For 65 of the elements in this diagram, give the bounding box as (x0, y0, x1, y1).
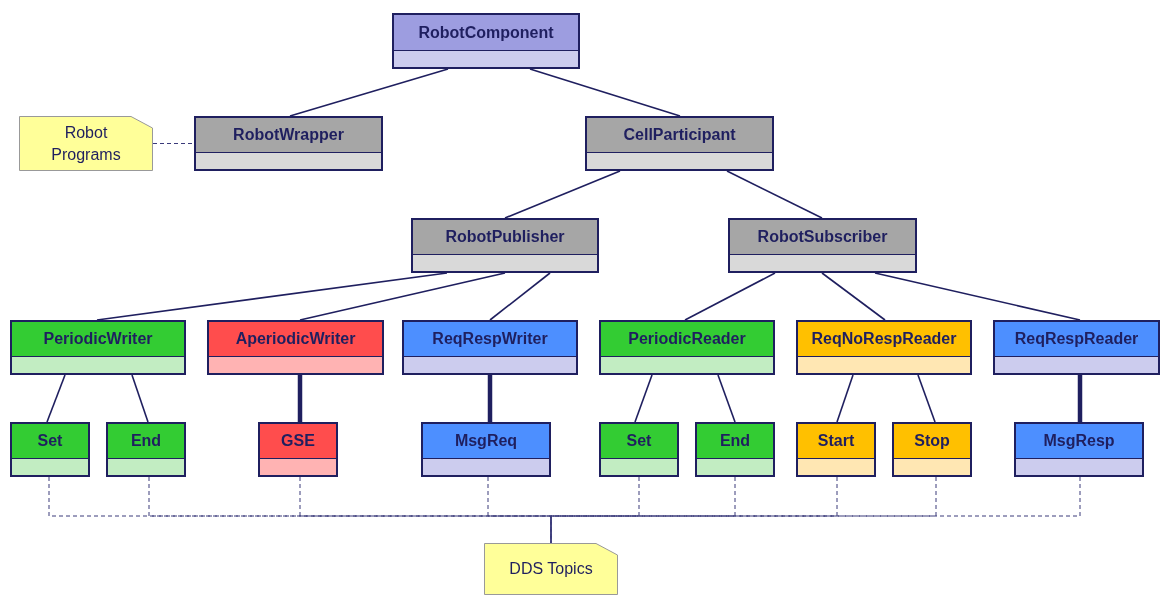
connector-line (726, 170, 823, 219)
class-box (411, 218, 599, 273)
dashed-connector (152, 143, 195, 144)
class-box (207, 320, 384, 375)
class-name: RobotPublisher (445, 228, 565, 246)
connector-line (46, 374, 66, 423)
class-name: CellParticipant (623, 126, 736, 144)
connector-line (874, 272, 1081, 321)
connector-line (487, 375, 493, 422)
class-name: Set (626, 432, 652, 450)
note (484, 543, 618, 595)
class-name: RobotSubscriber (757, 228, 888, 246)
class-box (728, 218, 917, 273)
class-name: RobotWrapper (233, 126, 344, 144)
class-box (695, 422, 775, 477)
class-box (10, 320, 186, 375)
class-name: Start (817, 432, 855, 450)
connector-line (1077, 375, 1083, 422)
class-name: End (719, 432, 751, 450)
connector-line (131, 374, 149, 423)
connector-line (836, 374, 854, 423)
class-name: MsgReq (454, 432, 518, 450)
connector-line (684, 272, 776, 321)
class-box (258, 422, 338, 477)
note (19, 116, 153, 171)
connector-line (717, 374, 736, 423)
connector-line (297, 375, 303, 422)
connector-line (917, 374, 936, 423)
class-name: PeriodicReader (628, 330, 746, 348)
note-text: Robot Programs (50, 122, 122, 165)
class-name: Stop (914, 432, 950, 450)
class-box (392, 13, 580, 69)
class-name: ReqNoRespReader (811, 330, 957, 348)
connector-line (289, 68, 449, 117)
note-text: DDS Topics (508, 559, 594, 579)
class-box (106, 422, 186, 477)
class-name: MsgResp (1043, 432, 1115, 450)
class-box (993, 320, 1160, 375)
connector-line (504, 170, 621, 219)
class-name: PeriodicWriter (43, 330, 153, 348)
connector-line (299, 272, 506, 321)
class-box (194, 116, 383, 171)
dashed-connector (550, 476, 937, 544)
connector-line (529, 68, 681, 117)
class-name: Set (37, 432, 63, 450)
class-name: RobotComponent (418, 23, 554, 42)
class-name: ReqRespWriter (432, 330, 548, 348)
connector-line (489, 272, 551, 321)
class-name: AperiodicWriter (235, 330, 356, 348)
class-box (402, 320, 578, 375)
class-box (599, 320, 775, 375)
connector-line (634, 374, 653, 423)
class-box (892, 422, 972, 477)
class-box (796, 320, 972, 375)
class-box (421, 422, 551, 477)
class-name: End (130, 432, 162, 450)
class-box (599, 422, 679, 477)
connector-line (821, 272, 886, 321)
class-name: GSE (281, 432, 315, 450)
class-box (10, 422, 90, 477)
class-box (796, 422, 876, 477)
class-box (585, 116, 774, 171)
class-name: ReqRespReader (1014, 330, 1139, 348)
class-box (1014, 422, 1144, 477)
connector-line (96, 272, 448, 321)
